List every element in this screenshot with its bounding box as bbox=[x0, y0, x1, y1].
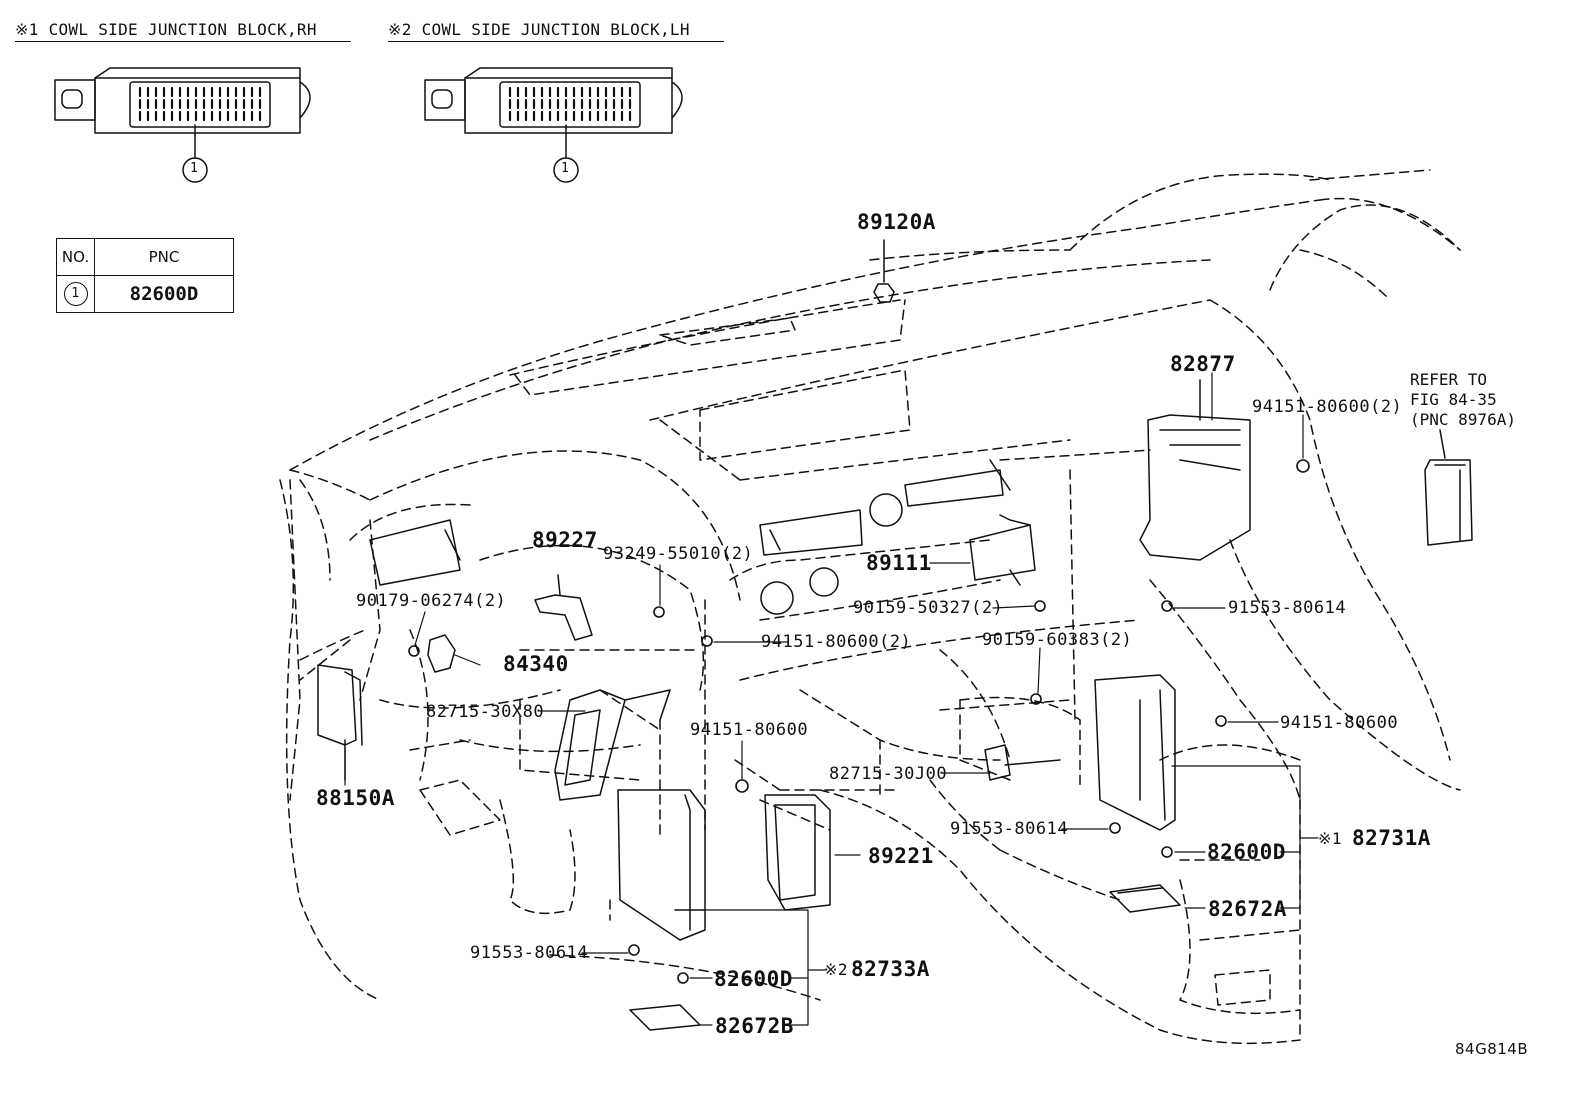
refer-line3: (PNC 8976A) bbox=[1410, 410, 1516, 429]
figure-id: 84G814B bbox=[1455, 1040, 1529, 1058]
module-88150A bbox=[317, 664, 363, 781]
clip-89120A bbox=[873, 239, 895, 303]
label-82672B[interactable]: 82672B bbox=[715, 1014, 794, 1038]
refer-line1: REFER TO bbox=[1410, 370, 1488, 389]
label-93249-55010[interactable]: 93249-55010(2) bbox=[603, 544, 754, 564]
label-89111[interactable]: 89111 bbox=[866, 551, 932, 575]
switch-84340 bbox=[427, 634, 456, 673]
label-82877[interactable]: 82877 bbox=[1170, 352, 1236, 376]
mark-82731A: ※1 bbox=[1318, 829, 1343, 848]
pnc-table-header-pnc: PNC bbox=[94, 238, 234, 276]
pnc-table-header-no: NO. bbox=[56, 238, 95, 276]
label-91553-80614-mid[interactable]: 91553-80614 bbox=[950, 819, 1069, 839]
module-8976A bbox=[1424, 429, 1473, 546]
junction-block-lh-illustration bbox=[424, 67, 683, 183]
cluster-details bbox=[369, 459, 1011, 615]
refer-line2: FIG 84-35 bbox=[1410, 390, 1497, 409]
label-89227[interactable]: 89227 bbox=[532, 528, 598, 552]
label-82731A[interactable]: 82731A bbox=[1352, 826, 1431, 850]
header-cowl-lh: ※2 COWL SIDE JUNCTION BLOCK,LH bbox=[388, 20, 690, 39]
label-94151-80600-2-top[interactable]: 94151-80600(2) bbox=[1252, 397, 1403, 417]
junction-block-82733A bbox=[617, 789, 706, 941]
label-82715-30X80[interactable]: 82715-30X80 bbox=[426, 702, 545, 722]
label-90159-50327[interactable]: 90159-50327(2) bbox=[853, 598, 1004, 618]
label-82715-30J00[interactable]: 82715-30J00 bbox=[829, 764, 948, 784]
mark-82733A: ※2 bbox=[824, 960, 849, 979]
label-90159-60383[interactable]: 90159-60383(2) bbox=[982, 630, 1133, 650]
label-90179-06274[interactable]: 90179-06274(2) bbox=[356, 591, 507, 611]
label-82600D-right[interactable]: 82600D bbox=[1207, 840, 1286, 864]
cover-82672B bbox=[629, 1004, 701, 1031]
label-82600D-bottom[interactable]: 82600D bbox=[714, 967, 793, 991]
refer-note: REFER TO FIG 84-35 (PNC 8976A) bbox=[1410, 370, 1516, 430]
label-82672A[interactable]: 82672A bbox=[1208, 897, 1287, 921]
label-94151-80600-mid[interactable]: 94151-80600 bbox=[690, 720, 809, 740]
dashboard-outline bbox=[279, 169, 1461, 1045]
label-94151-80600-2-mid[interactable]: 94151-80600(2) bbox=[761, 632, 912, 652]
pnc-row-number: 1 bbox=[63, 282, 88, 306]
header-lh-underline bbox=[388, 41, 724, 42]
bracket-82877 bbox=[1139, 379, 1251, 561]
callout-lh: 1 bbox=[561, 161, 570, 176]
bracket-82715-30X80 bbox=[554, 689, 671, 801]
junction-block-rh-illustration bbox=[54, 67, 311, 183]
label-84340[interactable]: 84340 bbox=[503, 652, 569, 676]
label-91553-80614-bottom[interactable]: 91553-80614 bbox=[470, 943, 589, 963]
label-89120A[interactable]: 89120A bbox=[857, 210, 936, 234]
junction-block-82731A bbox=[1094, 674, 1176, 831]
callout-rh: 1 bbox=[190, 161, 199, 176]
label-88150A[interactable]: 88150A bbox=[316, 786, 395, 810]
header-rh-underline bbox=[15, 41, 351, 42]
pnc-table-row-pnc: 82600D bbox=[94, 275, 234, 313]
label-82733A[interactable]: 82733A bbox=[851, 957, 930, 981]
pnc-table-row-no: 1 bbox=[56, 275, 95, 313]
label-91553-80614-right-top[interactable]: 91553-80614 bbox=[1228, 598, 1347, 618]
ecu-89221 bbox=[764, 794, 831, 911]
bracket-82715-30J00 bbox=[984, 744, 1061, 781]
header-cowl-rh: ※1 COWL SIDE JUNCTION BLOCK,RH bbox=[15, 20, 317, 39]
label-94151-80600-right[interactable]: 94151-80600 bbox=[1280, 713, 1399, 733]
label-89221[interactable]: 89221 bbox=[868, 844, 934, 868]
unit-89111 bbox=[969, 514, 1036, 586]
pnc-table: NO. PNC 1 82600D bbox=[56, 238, 234, 313]
cover-82672A bbox=[1109, 884, 1181, 913]
leader-lines bbox=[344, 372, 1319, 1026]
bolts bbox=[408, 459, 1310, 984]
sensor-89227 bbox=[534, 574, 593, 641]
